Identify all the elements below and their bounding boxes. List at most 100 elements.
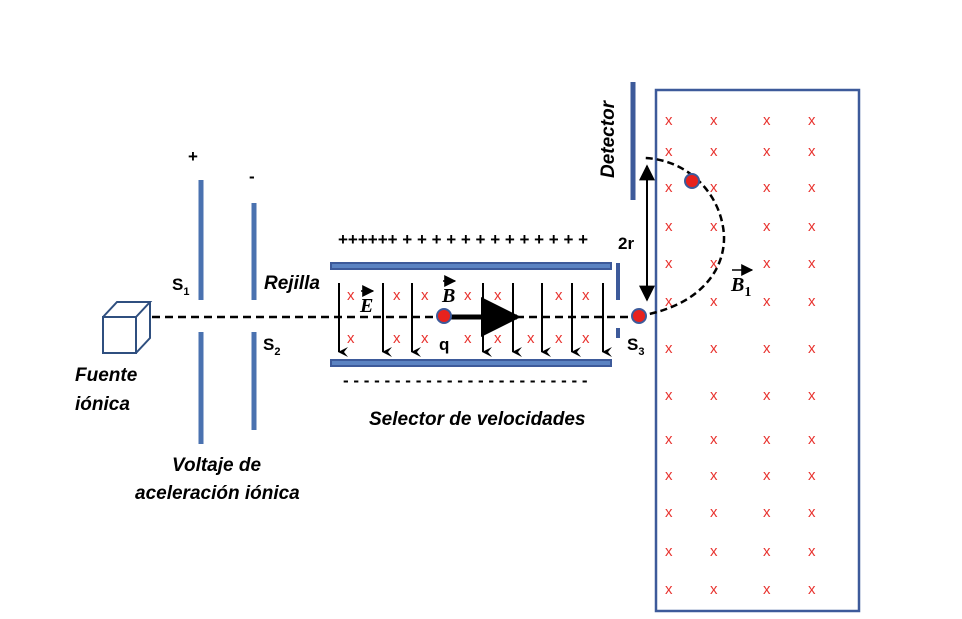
field-x-mark: x [763,143,771,160]
field-x-mark: x [665,467,673,484]
selector-label: Selector de velocidades [369,409,586,430]
field-x-mark: x [763,504,771,521]
field-x-mark: x [582,287,590,304]
field-x-mark: x [710,340,718,357]
accelerating-plates [198,180,257,444]
field-x-mark: x [710,293,718,310]
field-x-mark: x [763,581,771,598]
field-x-mark: x [665,387,673,404]
b1-field-region [654,88,861,613]
field-x-mark: x [665,504,673,521]
voltage-label-line2: aceleración iónica [135,483,300,504]
s3-label: S3 [627,335,644,358]
ion-source-cube [102,301,153,354]
field-x-mark: x [665,340,673,357]
field-x-mark: x [710,467,718,484]
plus-sign: + [188,147,198,166]
field-x-mark: x [393,330,401,347]
field-x-mark: x [763,112,771,129]
field-x-mark: x [710,504,718,521]
source-label-line1: Fuente [75,365,138,386]
charge-label: q [439,335,449,354]
bottom-plate-fill [330,359,612,367]
field-x-mark: x [555,330,563,347]
e-field-symbol: E [359,285,375,317]
field-x-mark: x [347,287,355,304]
field-x-mark: x [347,330,355,347]
b-field-symbol: B [441,275,457,307]
field-x-mark: x [808,581,816,598]
field-x-mark: x [555,287,563,304]
field-x-mark: x [808,387,816,404]
field-x-mark: x [665,112,673,129]
minus-sign: - [249,167,255,186]
charged-particle [436,308,452,324]
field-x-mark: x [808,143,816,160]
field-x-mark: x [808,255,816,272]
field-x-mark: x [808,112,816,129]
b1-symbol: B1 [730,264,754,300]
detector-label: Detector [598,99,619,178]
s1-label: S1 [172,275,189,298]
field-x-mark: x [665,431,673,448]
field-x-mark: x [710,143,718,160]
particle-at-s3 [631,308,647,324]
field-x-mark: x [527,330,535,347]
particle-on-arc [684,173,700,189]
field-x-mark: x [808,431,816,448]
field-x-mark: x [710,387,718,404]
field-x-mark: x [710,179,718,196]
field-x-mark: x [665,218,673,235]
field-x-mark: x [763,255,771,272]
field-x-mark: x [665,255,673,272]
top-plate-charges: ++++++ + + + + + + + + + + + + + [338,230,588,249]
field-x-mark: x [710,255,718,272]
grid-label: Rejilla [264,273,320,294]
field-x-mark: x [763,543,771,560]
field-x-mark: x [665,143,673,160]
field-x-mark: x [763,467,771,484]
field-x-mark: x [710,431,718,448]
field-x-mark: x [808,543,816,560]
semicircle-trajectory [638,156,726,318]
field-x-mark: x [665,179,673,196]
field-x-mark: x [763,293,771,310]
field-x-mark: x [421,287,429,304]
field-x-mark: x [763,387,771,404]
field-x-mark: x [494,330,502,347]
field-x-mark: x [763,340,771,357]
diameter-label: 2r [618,234,634,253]
s2-label: S2 [263,335,280,358]
field-x-mark: x [808,504,816,521]
field-x-mark: x [763,431,771,448]
field-x-mark: x [808,293,816,310]
svg-text:B1: B1 [730,274,751,300]
bottom-plate-charges: - - - - - - - - - - - - - - - - - - - - … [343,371,588,390]
top-plate-fill [330,262,612,270]
field-x-mark: x [808,467,816,484]
field-x-mark: x [665,581,673,598]
field-x-mark: x [763,218,771,235]
field-x-mark: x [808,179,816,196]
field-x-mark: x [710,543,718,560]
e-field-arrows [338,283,612,357]
field-x-mark: x [421,330,429,347]
svg-text:B: B [441,285,455,307]
field-x-mark: x [808,218,816,235]
field-x-mark: x [710,112,718,129]
source-label-line2: iónica [75,394,130,415]
field-x-mark: x [763,179,771,196]
field-x-mark: x [582,330,590,347]
field-x-mark: x [665,293,673,310]
field-x-mark: x [494,287,502,304]
field-x-mark: x [808,340,816,357]
field-x-mark: x [710,218,718,235]
field-x-mark: x [665,543,673,560]
voltage-label-line1: Voltaje de [172,455,261,476]
field-x-mark: x [464,287,472,304]
field-x-mark: x [464,330,472,347]
